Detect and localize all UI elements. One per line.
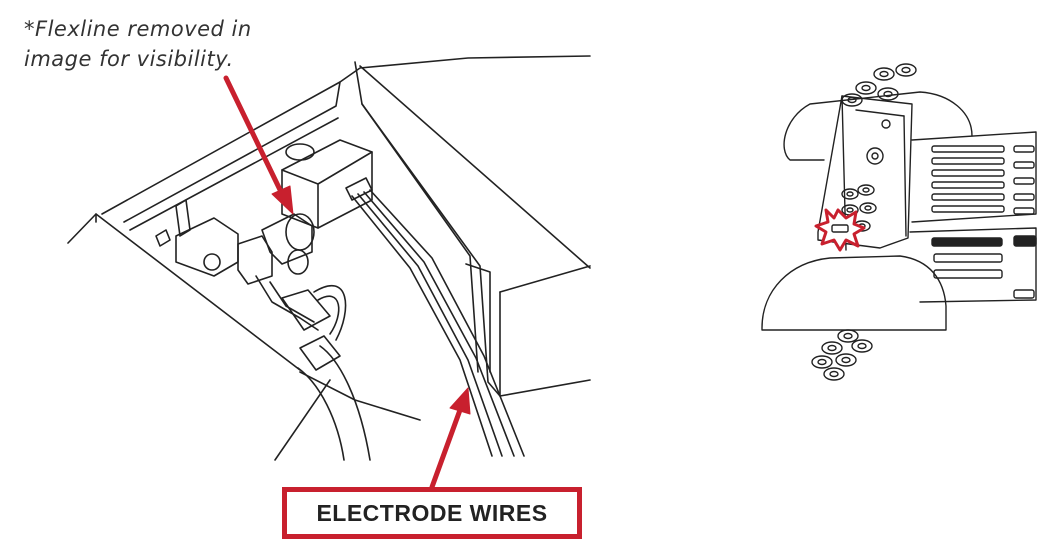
right-illustration	[761, 63, 1037, 381]
control-box-bump	[285, 143, 315, 161]
slot-5	[1013, 289, 1035, 299]
compartment-top-rim	[123, 81, 341, 223]
slot-1	[931, 237, 1003, 247]
upper-shroud	[783, 91, 973, 161]
center-bolt-core	[871, 152, 879, 160]
electrode-icon	[831, 224, 849, 233]
flexline-arrowhead	[271, 185, 294, 215]
lower-panel	[909, 227, 1037, 303]
flex-hose-outer	[319, 345, 371, 461]
valve-knob	[203, 253, 221, 271]
pipe-nut	[281, 289, 331, 331]
fitting-nut	[285, 213, 315, 251]
electrode-wire-2	[357, 193, 503, 457]
control-box	[281, 139, 373, 229]
electrode-arrowhead	[449, 387, 471, 415]
flex-hose-inner	[297, 367, 345, 461]
exchanger-fins	[931, 145, 1035, 215]
slot-2	[1013, 235, 1037, 247]
compartment-rim-inner	[129, 117, 339, 231]
center-bolt	[866, 147, 884, 165]
visibility-note-line-2: image for visibility.	[24, 47, 234, 71]
hose-collar	[299, 335, 341, 371]
side-panel-inner	[361, 103, 479, 373]
exchanger-top	[911, 131, 1037, 223]
slot-3	[933, 253, 1003, 263]
pipe-elbow	[255, 275, 319, 331]
supply-tube	[313, 284, 347, 341]
side-panel-top	[499, 265, 591, 293]
callout-arrows	[223, 75, 471, 490]
mount-bracket	[175, 199, 191, 237]
screw	[155, 229, 171, 247]
electrode-highlight-burst	[814, 208, 866, 252]
fitting-1	[237, 235, 273, 285]
left-illustration	[67, 55, 591, 461]
control-box-edge	[281, 151, 373, 229]
supply-tube-inner	[317, 295, 340, 335]
side-panel-lip	[465, 263, 491, 373]
upper-bolt	[881, 119, 891, 129]
side-panel-face	[359, 65, 591, 269]
compartment-floor	[274, 379, 331, 461]
electrode-wires-callout: ELECTRODE WIRES	[282, 487, 582, 539]
electrode-wire-1	[351, 195, 493, 457]
burner-housing-side	[903, 115, 907, 237]
screw-stack-bottom	[811, 329, 873, 381]
slot-4	[933, 269, 1003, 279]
compartment-floor-2	[299, 371, 421, 421]
compartment-back-panel	[101, 55, 591, 215]
electrode-wire-3	[363, 191, 515, 457]
lower-shroud	[761, 255, 947, 331]
fitting-nut-2	[287, 249, 309, 275]
flexline-arrow-line	[223, 75, 286, 199]
wire-connector	[345, 177, 373, 201]
side-screws	[841, 184, 877, 232]
side-panel	[354, 61, 591, 397]
electrode-wires-label: ELECTRODE WIRES	[316, 499, 548, 526]
fitting-2	[261, 213, 313, 265]
visibility-note-line-1: *Flexline removed in	[24, 17, 252, 41]
electrode-wire-4	[369, 189, 525, 457]
visibility-note: *Flexline removed in image for visibilit…	[24, 14, 324, 74]
electrode-arrow-line	[429, 407, 463, 490]
